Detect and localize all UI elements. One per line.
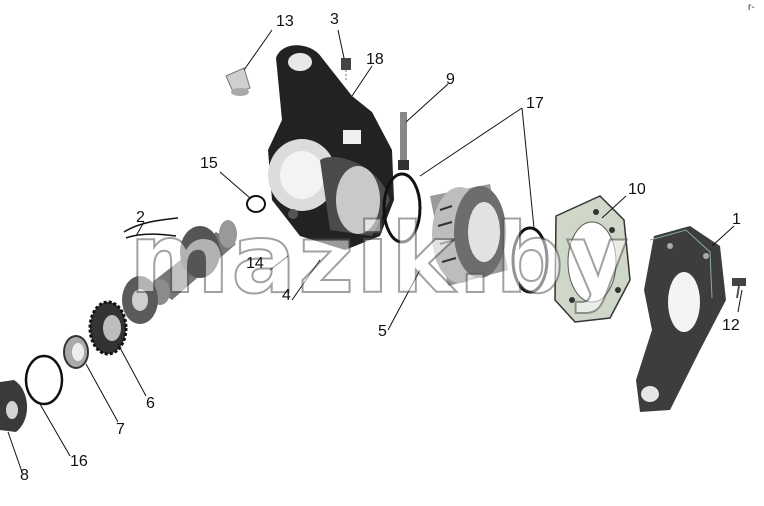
callout-3: 3 bbox=[330, 11, 339, 28]
callout-1: 1 bbox=[732, 211, 741, 228]
corner-mark: r- bbox=[748, 2, 755, 13]
part-17-seal-ring-right bbox=[511, 226, 549, 294]
callout-18: 18 bbox=[366, 51, 384, 68]
callout-10: 10 bbox=[628, 181, 646, 198]
part-14-washer bbox=[122, 276, 158, 324]
part-6-gear bbox=[88, 300, 128, 356]
part-3-grease-nipple bbox=[341, 58, 351, 82]
callout-9: 9 bbox=[446, 71, 455, 88]
part-7-bushing bbox=[63, 335, 89, 369]
part-2-clip bbox=[123, 217, 179, 239]
part-17-seal-ring-left bbox=[382, 172, 422, 244]
part-18-housing bbox=[268, 45, 394, 251]
callout-7: 7 bbox=[116, 421, 125, 438]
leader-lines bbox=[7, 29, 743, 473]
part-8-cap bbox=[0, 380, 28, 432]
watermark-text: mazik.by bbox=[129, 203, 630, 315]
callout-2: 2 bbox=[136, 209, 145, 226]
part-12-screw bbox=[732, 278, 746, 299]
part-5-worm-wheel bbox=[430, 184, 508, 286]
part-16-o-ring bbox=[24, 354, 64, 406]
callout-6: 6 bbox=[146, 395, 155, 412]
callout-8: 8 bbox=[20, 467, 29, 484]
callout-4: 4 bbox=[282, 287, 291, 304]
part-4-worm-shaft bbox=[150, 220, 237, 305]
part-15-o-ring bbox=[246, 195, 266, 213]
callout-14: 14 bbox=[246, 255, 264, 272]
part-13-plug bbox=[225, 67, 251, 96]
callout-5: 5 bbox=[378, 323, 387, 340]
callout-13: 13 bbox=[276, 13, 294, 30]
part-1-cover bbox=[636, 226, 726, 412]
callout-12: 12 bbox=[722, 317, 740, 334]
part-10-gasket bbox=[554, 195, 631, 323]
part-9-screw bbox=[398, 112, 409, 170]
callout-16: 16 bbox=[70, 453, 88, 470]
callout-15: 15 bbox=[200, 155, 218, 172]
callout-17: 17 bbox=[526, 95, 544, 112]
